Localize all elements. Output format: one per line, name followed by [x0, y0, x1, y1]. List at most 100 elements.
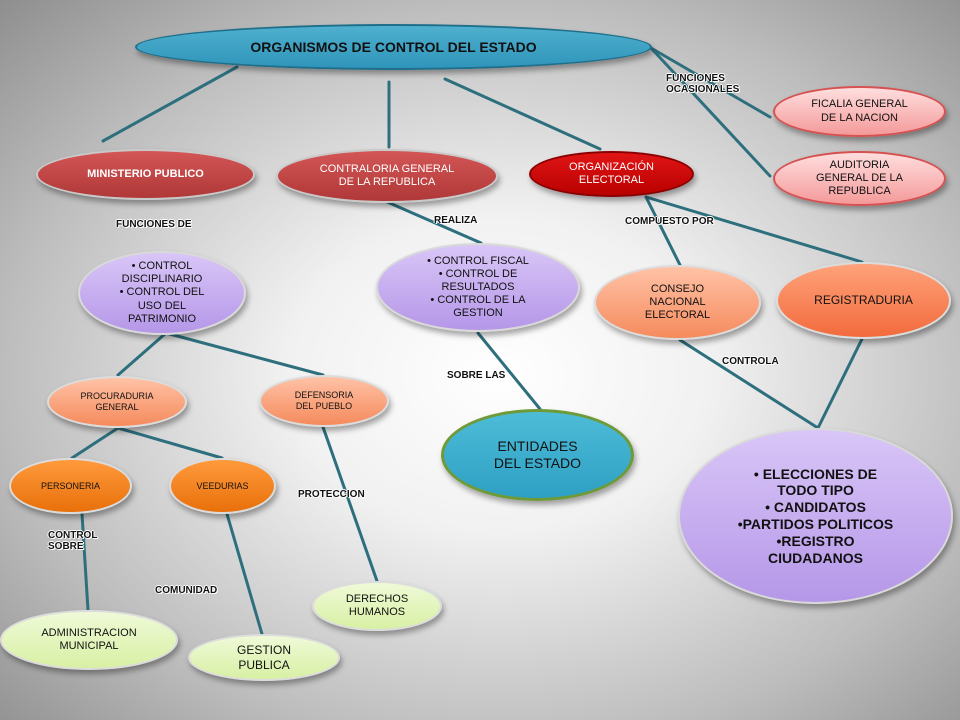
node-ministerio-publico-text: MINISTERIO PUBLICO — [87, 167, 204, 180]
link-procuraduria-veedurias — [116, 426, 224, 460]
node-auditoria-text: REPUBLICA — [828, 185, 891, 198]
node-funciones-ministerio-text: USO DEL — [137, 299, 187, 312]
node-fiscalia-text: FICALIA GENERAL — [811, 98, 908, 111]
label-sobre-las-text: SOBRE LAS — [447, 370, 506, 381]
node-organizacion-electoral-text: ELECTORAL — [578, 174, 645, 186]
label-realiza-text: REALIZA — [434, 215, 478, 226]
label-sobre-las: SOBRE LAS — [447, 370, 505, 381]
link-procuraduria-personeria — [70, 426, 120, 460]
node-auditoria-text: GENERAL DE LA — [815, 171, 903, 184]
node-elecciones-text: TODO TIPO — [777, 482, 854, 499]
link-root-fiscalia — [649, 46, 772, 119]
link-registraduria-elecciones — [816, 337, 864, 430]
node-auditoria-text: AUDITORIA — [829, 158, 890, 171]
node-funciones-contraloria-text: GESTION — [453, 307, 503, 320]
node-fiscalia-text: DE LA NACION — [820, 111, 899, 124]
link-personeria-administracion — [80, 512, 90, 612]
link-funciones-ministerio-defensoria — [164, 331, 325, 377]
node-administracion-municipal-text: MUNICIPAL — [59, 640, 119, 652]
node-funciones-ministerio-text: DISCIPLINARIO — [121, 273, 203, 286]
node-registraduria-text: REGISTRADURIA — [814, 293, 913, 308]
node-registraduria[interactable]: REGISTRADURIA — [776, 262, 951, 339]
node-veedurias[interactable]: VEEDURIAS — [169, 458, 276, 514]
node-organizacion-electoral-text: ORGANIZACIÓN — [569, 160, 654, 173]
node-consejo-electoral-text: NACIONAL — [649, 295, 706, 308]
node-personeria[interactable]: PERSONERIA — [9, 458, 132, 514]
label-control-sobre-text: CONTROL — [48, 530, 98, 541]
link-veedurias-gestion — [225, 512, 264, 636]
link-defensoria-derechos — [321, 425, 379, 583]
node-derechos-humanos-text: DERECHOS — [345, 592, 409, 605]
link-root-ministerio — [101, 65, 239, 143]
label-realiza: REALIZA — [434, 215, 477, 226]
node-entidades-estado-text: DEL ESTADO — [493, 455, 582, 471]
node-funciones-contraloria-text: • CONTROL DE LA — [430, 294, 526, 307]
link-root-organizacion — [443, 77, 602, 151]
link-contraloria-funciones — [383, 199, 483, 245]
node-elecciones-text: •PARTIDOS POLITICOS — [737, 516, 894, 532]
node-elecciones-text: • CANDIDATOS — [765, 499, 866, 516]
node-funciones-contraloria-text: RESULTADOS — [441, 280, 515, 293]
label-compuesto-por: COMPUESTO POR — [625, 216, 714, 227]
node-organismos-control-text: ORGANISMOS DE CONTROL DEL ESTADO — [250, 38, 537, 55]
node-entidades-estado-text: ENTIDADES — [497, 438, 578, 455]
label-funciones-de-text: FUNCIONES DE — [116, 219, 192, 230]
node-defensoria-text: DEL PUEBLO — [295, 401, 353, 411]
label-control-sobre-text: SOBRE — [48, 541, 84, 552]
node-derechos-humanos-text: HUMANOS — [348, 606, 406, 618]
node-procuraduria-text: PROCURADURIA — [80, 391, 154, 402]
link-organizacion-registraduria — [644, 195, 864, 264]
link-funciones-contraloria-entidades — [476, 331, 542, 411]
label-proteccion-text: PROTECCION — [298, 489, 365, 500]
node-elecciones-text: • ELECCIONES DE — [753, 465, 878, 482]
node-gestion-publica-text: GESTION — [236, 643, 291, 658]
node-organismos-control[interactable]: ORGANISMOS DE CONTROL DEL ESTADO — [135, 24, 652, 70]
label-funciones-de: FUNCIONES DE — [116, 219, 192, 230]
node-administracion-municipal-text: ADMINISTRACION — [41, 626, 137, 639]
node-veedurias-text: VEEDURIAS — [196, 480, 249, 491]
label-funciones-ocasionales-text: FUNCIONES — [666, 73, 725, 84]
link-funciones-ministerio-procuraduria — [116, 331, 168, 377]
node-funciones-contraloria-text: • CONTROL FISCAL — [427, 254, 529, 267]
node-personeria-text: PERSONERIA — [40, 480, 100, 491]
node-consejo-electoral-text: ELECTORAL — [644, 309, 711, 322]
label-comunidad-text: COMUNIDAD — [155, 585, 218, 596]
node-contraloria-text: CONTRALORIA GENERAL — [319, 162, 455, 175]
node-funciones-ministerio-text: PATRIMONIO — [127, 312, 197, 325]
label-compuesto-por-text: COMPUESTO POR — [625, 216, 714, 227]
label-controla: CONTROLA — [722, 356, 779, 367]
node-ministerio-publico[interactable]: MINISTERIO PUBLICO — [36, 149, 255, 200]
node-funciones-contraloria-text: • CONTROL DE — [438, 267, 518, 280]
label-controla-text: CONTROLA — [722, 356, 779, 367]
link-root-auditoria — [649, 46, 772, 178]
node-elecciones-text: •REGISTRO — [776, 532, 855, 549]
label-comunidad: COMUNIDAD — [155, 585, 217, 596]
node-funciones-ministerio-text: • CONTROL — [131, 260, 193, 273]
link-organizacion-consejo — [644, 195, 682, 267]
label-proteccion: PROTECCION — [298, 489, 365, 500]
node-contraloria-text: DE LA REPUBLICA — [338, 176, 436, 188]
node-procuraduria-text: GENERAL — [95, 402, 139, 412]
node-elecciones-text: CIUDADANOS — [768, 549, 863, 566]
node-gestion-publica-text: PUBLICA — [238, 657, 290, 672]
node-funciones-ministerio-text: • CONTROL DEL — [119, 286, 205, 299]
label-funciones-ocasionales-text: OCASIONALES — [666, 84, 740, 95]
